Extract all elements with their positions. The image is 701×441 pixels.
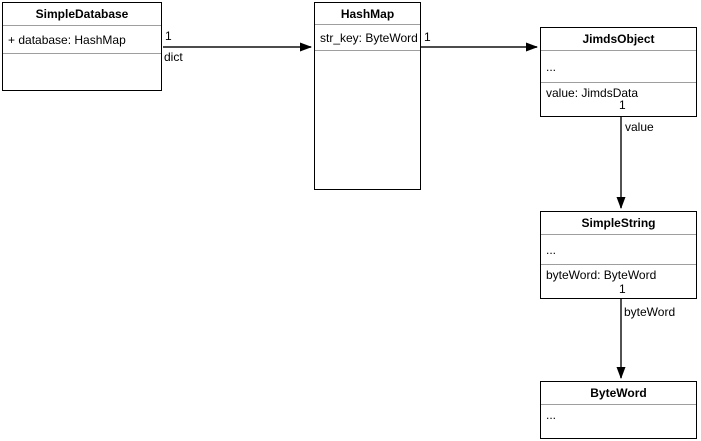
class-title: JimdsObject: [582, 32, 655, 46]
class-empty-section: [315, 50, 420, 189]
class-attribute: value: JimdsData: [541, 82, 696, 116]
class-hashmap: HashMap str_key: ByteWord: [314, 2, 421, 190]
class-attribute: str_key: ByteWord: [315, 24, 420, 50]
edge-multiplicity-label: 1: [165, 29, 172, 43]
class-simplestring: SimpleString ... byteWord: ByteWord: [540, 211, 697, 299]
class-attribute: byteWord: ByteWord: [541, 264, 696, 298]
edge-multiplicity-label: 1: [424, 30, 431, 44]
edge-name-label: byteWord: [624, 305, 676, 319]
class-title: HashMap: [340, 6, 395, 21]
class-title: SimpleDatabase: [35, 7, 129, 21]
class-simpledatabase: SimpleDatabase + database: HashMap: [2, 2, 162, 91]
class-attribute: + database: HashMap: [3, 25, 161, 53]
class-jimdsobject: JimdsObject ... value: JimdsData: [540, 27, 697, 117]
class-title: SimpleString: [581, 216, 656, 230]
class-empty-section: [3, 53, 161, 90]
edge-multiplicity-label: 1: [619, 282, 626, 296]
class-ellipsis-row: ...: [541, 50, 696, 82]
class-ellipsis-row: ...: [541, 234, 696, 264]
edge-name-label: value: [625, 120, 654, 134]
edge-name-label: dict: [164, 50, 183, 64]
class-title: ByteWord: [590, 386, 647, 400]
class-byteword: ByteWord ...: [540, 381, 697, 439]
class-ellipsis-row: ...: [541, 404, 696, 438]
edge-multiplicity-label: 1: [619, 98, 626, 112]
